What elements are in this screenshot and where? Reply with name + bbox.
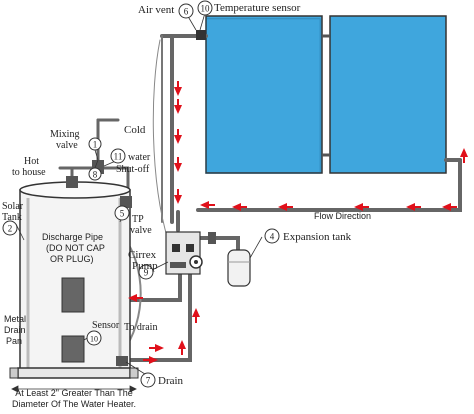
expansion-tank xyxy=(227,249,251,287)
tank-access-panel-lower xyxy=(61,335,85,363)
svg-text:6: 6 xyxy=(184,7,189,17)
svg-text:Pump: Pump xyxy=(132,260,158,272)
metal-drain-pan xyxy=(9,367,139,379)
label-temperature-sensor: Temperature sensor xyxy=(214,2,301,14)
svg-text:7: 7 xyxy=(146,376,151,386)
svg-text:2: 2 xyxy=(8,224,13,234)
flow-arrow-10 xyxy=(442,203,451,211)
flow-arrow-15 xyxy=(149,356,158,364)
collector-panel-right xyxy=(329,15,447,174)
svg-text:Shut-off: Shut-off xyxy=(116,164,150,175)
labels: Air vent Temperature sensor Mixing valve… xyxy=(2,2,371,409)
flow-arrow-4 xyxy=(174,195,182,204)
label-to-drain: To drain xyxy=(124,322,157,333)
label-drain: Drain xyxy=(158,375,184,387)
callout-10-top: 10 xyxy=(197,0,213,16)
solar-collector-panels xyxy=(205,15,447,174)
solar-tank xyxy=(19,181,131,371)
label-expansion-tank: Expansion tank xyxy=(283,231,352,243)
tank-access-panel-upper xyxy=(61,277,85,313)
cirrex-pump xyxy=(165,231,203,275)
svg-text:10: 10 xyxy=(201,4,211,14)
label-cirrex-pump: Cirrex xyxy=(128,249,157,261)
svg-text:8: 8 xyxy=(93,170,98,180)
flow-arrow-0 xyxy=(174,87,182,96)
callout-8: 8 xyxy=(88,167,102,181)
callout-4: 4 xyxy=(264,228,280,244)
flow-arrow-16 xyxy=(192,308,200,317)
label-cold: Cold xyxy=(124,124,146,136)
flow-arrow-7 xyxy=(278,203,287,211)
svg-text:5: 5 xyxy=(120,209,125,219)
label-pan-note: At Least 2" Greater Than The xyxy=(15,388,132,398)
label-solar-tank: Solar xyxy=(2,201,24,212)
callout-10-sensor: 10 xyxy=(86,330,102,346)
flow-arrow-3 xyxy=(174,163,182,172)
svg-text:to house: to house xyxy=(12,167,46,178)
flow-arrow-6 xyxy=(232,203,241,211)
flow-arrow-5 xyxy=(460,148,468,157)
callout-11: 11 xyxy=(110,148,126,164)
label-mixing-valve: Mixing xyxy=(50,129,79,140)
valves xyxy=(66,30,216,366)
svg-text:Diameter Of The Water Heater.: Diameter Of The Water Heater. xyxy=(12,399,136,409)
collector-panel-left xyxy=(205,15,323,174)
svg-text:9: 9 xyxy=(144,268,149,278)
callout-6: 6 xyxy=(178,3,194,19)
flow-arrow-8 xyxy=(354,203,363,211)
pan-width-dimension xyxy=(11,385,137,393)
svg-text:OR PLUG): OR PLUG) xyxy=(50,254,94,264)
callout-5: 5 xyxy=(114,205,130,221)
label-flow-direction: Flow Direction xyxy=(314,211,371,221)
svg-text:Drain: Drain xyxy=(4,325,26,335)
svg-text:11: 11 xyxy=(114,152,123,162)
flow-direction-arrows xyxy=(128,81,468,364)
svg-text:valve: valve xyxy=(56,140,78,151)
label-discharge-pipe: Discharge Pipe xyxy=(42,232,103,242)
callout-1: 1 xyxy=(88,137,102,151)
label-air-vent: Air vent xyxy=(138,4,174,16)
flow-arrow-13 xyxy=(178,340,186,349)
label-hot-to-house: Hot xyxy=(24,156,39,167)
callout-7: 7 xyxy=(140,372,156,388)
label-tp-valve: TP xyxy=(132,214,144,225)
svg-text:10: 10 xyxy=(90,335,98,344)
callout-9: 9 xyxy=(138,264,154,280)
callout-2: 2 xyxy=(2,220,18,236)
svg-text:Pan: Pan xyxy=(6,336,22,346)
svg-text:Tank: Tank xyxy=(2,212,22,223)
flow-arrow-11 xyxy=(200,201,209,209)
flow-arrow-2 xyxy=(174,135,182,144)
svg-text:1: 1 xyxy=(93,140,98,150)
flow-arrow-1 xyxy=(174,105,182,114)
label-water-shutoff: water xyxy=(128,152,151,163)
label-sensor: Sensor xyxy=(92,320,120,331)
callouts: 6 10 11 8 1 5 2 4 9 10 7 xyxy=(2,0,280,388)
svg-text:(DO NOT CAP: (DO NOT CAP xyxy=(46,243,105,253)
flow-arrow-12 xyxy=(128,294,137,302)
flow-arrow-14 xyxy=(155,344,164,352)
label-metal-drain-pan: Metal xyxy=(4,314,26,324)
flow-arrow-9 xyxy=(406,203,415,211)
svg-text:valve: valve xyxy=(130,225,152,236)
svg-text:4: 4 xyxy=(270,232,275,242)
